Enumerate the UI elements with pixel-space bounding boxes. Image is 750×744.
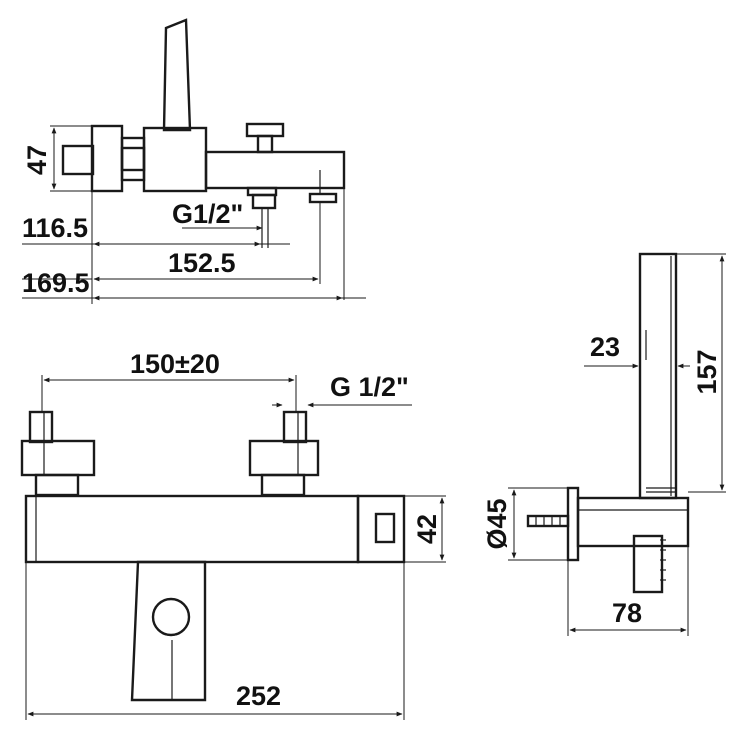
front-end-cap	[356, 494, 406, 564]
top-thread-label: G1/2"	[172, 199, 243, 229]
top-diverter-knob	[245, 122, 285, 138]
top-nut	[120, 136, 146, 182]
front-view: 150±20 G 1/2" 42 252	[20, 349, 446, 720]
front-left-eccentric	[20, 439, 96, 477]
front-thread-label: G 1/2"	[330, 372, 409, 402]
front-centers-label: 150±20	[130, 349, 220, 379]
top-aerator	[308, 192, 338, 204]
front-height-label: 42	[412, 514, 442, 544]
front-left-stub	[28, 410, 54, 444]
front-handle	[151, 597, 191, 637]
top-offset-1-label: 116.5	[22, 213, 88, 243]
top-overall-reach-label: 169.5	[22, 268, 90, 298]
holder-depth-label: 78	[612, 598, 642, 628]
top-view: 47 116.5 G1/2" 152.5 169.5	[22, 18, 366, 304]
top-main-body	[142, 126, 208, 193]
top-height-label: 47	[22, 145, 52, 175]
front-width-label: 252	[236, 681, 281, 711]
holder-wall-plate	[566, 486, 580, 562]
top-shower-pipe	[162, 18, 192, 132]
front-main-body	[24, 494, 360, 564]
front-right-eccentric	[248, 439, 320, 477]
top-inlet-stub	[61, 144, 95, 176]
holder-view: 23 157 Ø45 78	[482, 252, 726, 636]
front-right-stub	[282, 410, 308, 444]
top-spout	[204, 150, 346, 190]
holder-diameter-label: Ø45	[482, 498, 512, 549]
top-eccentric-block	[90, 124, 124, 193]
top-spout-reach-label: 152.5	[168, 248, 236, 278]
holder-offset-label: 23	[590, 332, 620, 362]
holder-screw	[526, 514, 570, 528]
holder-height-label: 157	[692, 349, 722, 394]
hand-shower-head	[632, 534, 664, 594]
front-spout	[130, 560, 207, 702]
